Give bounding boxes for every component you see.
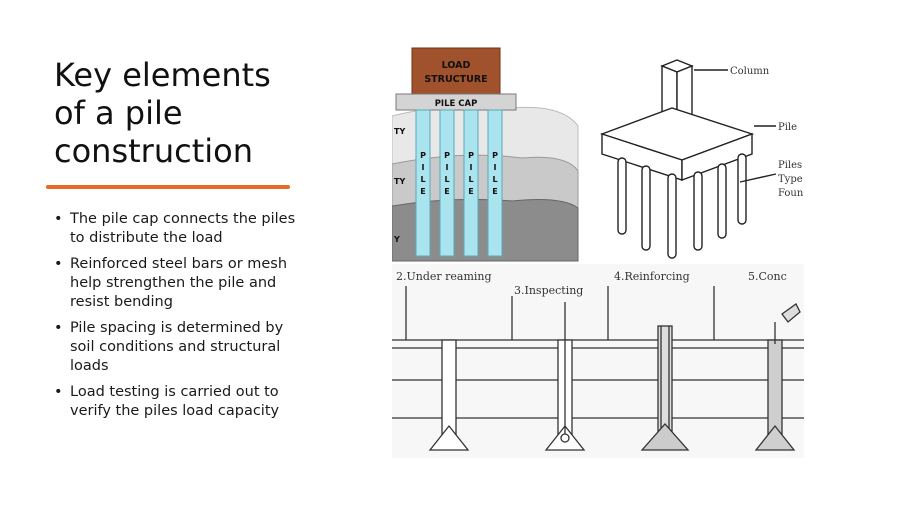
bullet-item: Pile spacing is determined by soil condi… xyxy=(54,319,299,376)
steps-background xyxy=(392,264,804,458)
pile-letter: P xyxy=(444,151,450,160)
pile-letter: I xyxy=(470,163,473,172)
piles-label: Foun xyxy=(778,188,804,199)
piles-label: Piles xyxy=(778,160,802,171)
pile-letter: L xyxy=(492,175,497,184)
iso-pile xyxy=(737,153,747,225)
pile-letters: P I L E P I L E P I L E P I L E xyxy=(420,151,498,196)
construction-steps-diagram: 2.Under reaming 3.Inspecting 4.Reinforci… xyxy=(392,264,804,458)
pile-letter: I xyxy=(446,163,449,172)
soil-label: Y xyxy=(393,235,400,244)
soil-label: TY xyxy=(394,177,405,186)
pile xyxy=(487,109,503,257)
pile-cap-iso-label: Pile xyxy=(778,122,797,133)
step-label: 2.Under reaming xyxy=(396,270,492,283)
pile-letter: I xyxy=(422,163,425,172)
bullet-item: The pile cap connects the piles to distr… xyxy=(54,210,299,248)
pile xyxy=(415,109,431,257)
pile-letter: E xyxy=(468,187,473,196)
step-label: 4.Reinforcing xyxy=(614,270,690,283)
borehole xyxy=(428,339,470,451)
bullet-list: The pile cap connects the piles to distr… xyxy=(54,210,299,428)
pile-construction-figure: TY TY Y LOAD STRUCTURE PILE CAP P I L E … xyxy=(392,46,804,458)
step-label: 5.Conc xyxy=(748,270,787,283)
bullet-item: Load testing is carried out to verify th… xyxy=(54,383,299,421)
iso-pile xyxy=(717,163,727,239)
bullet-item: Reinforced steel bars or mesh help stren… xyxy=(54,255,299,312)
isometric-pile-diagram xyxy=(599,59,777,259)
iso-pile xyxy=(641,165,651,251)
iso-pile xyxy=(693,171,703,251)
iso-pile xyxy=(617,157,627,235)
iso-pile xyxy=(667,173,677,259)
pile-letter: E xyxy=(420,187,425,196)
pile-cap-slab xyxy=(395,93,517,111)
pile-cap-label: PILE CAP xyxy=(435,99,478,109)
pile xyxy=(463,109,479,257)
step-label: 3.Inspecting xyxy=(514,284,583,297)
pile-letter: L xyxy=(420,175,425,184)
pile-letter: E xyxy=(444,187,449,196)
ground-lines xyxy=(392,286,804,419)
title-accent-line xyxy=(46,185,290,189)
piles-label: Type xyxy=(778,174,803,185)
pointer-arrow xyxy=(739,173,777,183)
borehole-concreting xyxy=(754,303,801,451)
pile-letter: P xyxy=(420,151,426,160)
step-labels: 2.Under reaming 3.Inspecting 4.Reinforci… xyxy=(396,270,787,297)
pile-letter: I xyxy=(494,163,497,172)
pile-letter: E xyxy=(492,187,497,196)
pile-letter: P xyxy=(492,151,498,160)
pile-letter: L xyxy=(468,175,473,184)
pile-letter: P xyxy=(468,151,474,160)
load-structure-label: STRUCTURE xyxy=(424,74,487,85)
soil-label: TY xyxy=(394,127,405,136)
load-structure-label: LOAD xyxy=(442,60,471,71)
pile-letter: L xyxy=(444,175,449,184)
pile xyxy=(439,109,455,257)
pile-cap-side xyxy=(681,132,753,182)
borehole-inspecting xyxy=(544,302,586,451)
load-structure-box xyxy=(411,47,501,95)
slide-title: Key elements of a pile construction xyxy=(54,56,271,170)
cross-section-diagram: TY TY Y LOAD STRUCTURE PILE CAP P I L E … xyxy=(392,47,579,262)
borehole-reinforcing xyxy=(640,325,690,451)
isometric-labels: Column Pile Piles Type Foun xyxy=(730,66,804,199)
column-label: Column xyxy=(730,66,770,77)
